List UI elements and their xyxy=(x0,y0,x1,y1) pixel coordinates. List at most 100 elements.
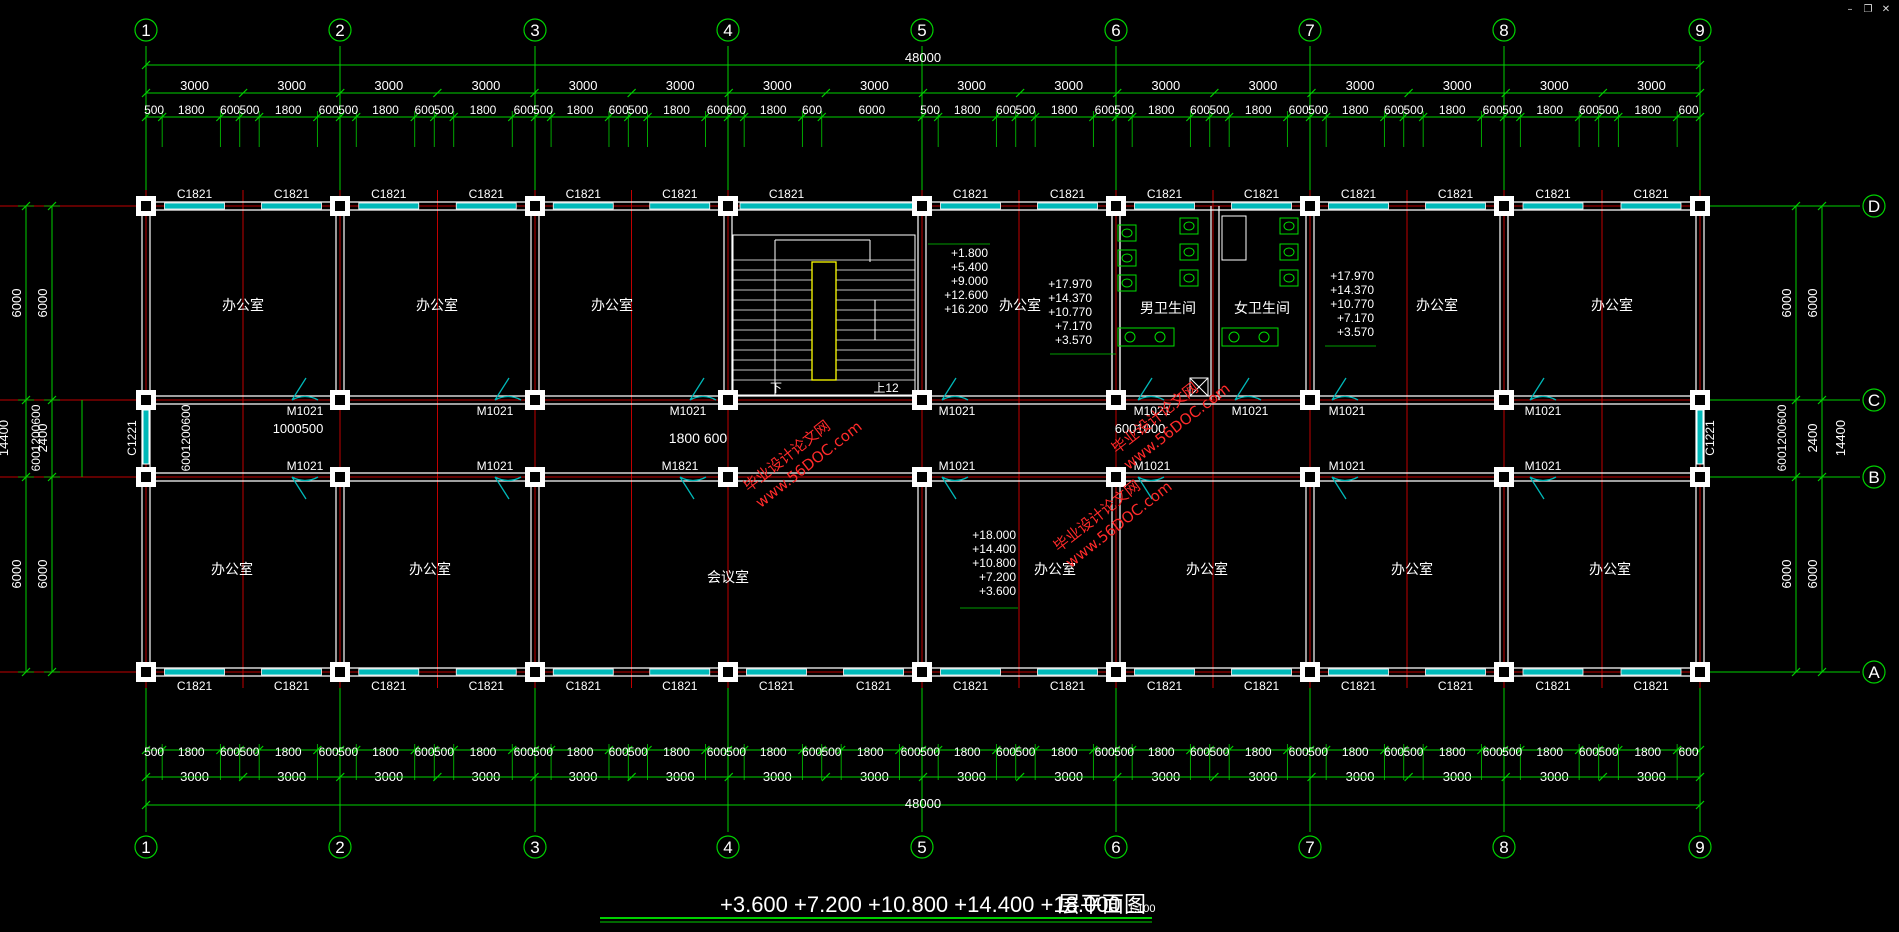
shaft-x xyxy=(1189,377,1209,397)
window-label: C1821 xyxy=(1341,187,1377,201)
door-m1021 xyxy=(494,476,522,500)
axis-label: 6 xyxy=(1111,21,1120,40)
window-label: C1821 xyxy=(469,187,505,201)
column-core xyxy=(530,472,540,482)
door-label: M1021 xyxy=(939,459,976,473)
dim-tick xyxy=(1307,88,1316,98)
dim-text-detail: 500 xyxy=(144,103,164,117)
window-label: C1821 xyxy=(953,679,989,693)
dim-text-detail: 600 xyxy=(1289,745,1309,759)
dim-text-detail: 600 xyxy=(707,745,727,759)
axis-label: 4 xyxy=(723,838,732,857)
dim-tick xyxy=(1209,88,1219,98)
toilet-bowl xyxy=(1283,221,1295,231)
dim-text-detail: 1800 xyxy=(567,745,594,759)
room-label-office: 办公室 xyxy=(1416,297,1458,313)
room-label-office: 办公室 xyxy=(222,297,264,313)
dim-text-detail: 600 xyxy=(319,745,339,759)
door-label: M1021 xyxy=(670,404,707,418)
door-m1021 xyxy=(941,377,969,401)
dim-text-detail: 500 xyxy=(1403,103,1423,117)
dim-text-detail: 600 xyxy=(1095,103,1115,117)
dim-text-vert: 6000 xyxy=(35,289,50,318)
axis-label: 9 xyxy=(1695,21,1704,40)
dim-text-detail: 500 xyxy=(1015,103,1035,117)
room-label-office: 办公室 xyxy=(1186,561,1228,577)
window-c1821 xyxy=(649,202,711,210)
dim-text-bay: 3000 xyxy=(1540,78,1569,93)
room-label-office: 办公室 xyxy=(211,561,253,577)
room-label-office: 办公室 xyxy=(1034,561,1076,577)
dim-tick xyxy=(141,60,151,70)
dim-text-detail: 1800 xyxy=(663,745,690,759)
window-c1821 xyxy=(1425,202,1486,210)
elevation-wc-right: +17.970 xyxy=(1330,269,1374,283)
dim-text-detail: 600 xyxy=(1679,103,1699,117)
dim-tick xyxy=(141,800,151,810)
toilet-bowl xyxy=(1183,221,1195,231)
elevation-wc-left: +7.170 xyxy=(1055,319,1092,333)
room-label-office: 办公室 xyxy=(1391,561,1433,577)
elevation-wc-right: +10.770 xyxy=(1330,297,1374,311)
window-c1821 xyxy=(358,668,420,676)
axis-label: 3 xyxy=(530,838,539,857)
door-m1021 xyxy=(1137,476,1165,500)
door-label: M1021 xyxy=(1525,404,1562,418)
stairwell xyxy=(732,234,916,396)
dim-text-vert: 6001200600 xyxy=(179,404,193,471)
dim-tick xyxy=(1695,112,1705,122)
window-c1821 xyxy=(940,668,1001,676)
dim-text-detail: 600 xyxy=(1579,745,1599,759)
restroom-fixtures xyxy=(1117,215,1299,397)
dim-text-bay: 3000 xyxy=(569,78,598,93)
toilet-icon xyxy=(1117,274,1137,292)
window-label: C1821 xyxy=(1050,187,1086,201)
elevation-stair: +5.400 xyxy=(951,260,988,274)
column-core xyxy=(723,395,733,405)
window-label: C1821 xyxy=(566,187,602,201)
dim-text-door: 1800 600 xyxy=(669,430,728,446)
dim-tick xyxy=(1112,88,1122,98)
axis-bubble xyxy=(1688,835,1712,859)
dim-tick xyxy=(1695,745,1705,755)
axis-bubble xyxy=(716,835,740,859)
axis-label: C xyxy=(1868,391,1880,410)
column-core xyxy=(723,472,733,482)
column-core xyxy=(1305,201,1315,211)
door-m1021 xyxy=(1234,377,1262,401)
elevation-wc-left: +14.370 xyxy=(1048,291,1092,305)
dim-text-detail: 600 xyxy=(1190,745,1210,759)
dim-text-detail: 600 xyxy=(220,745,240,759)
column-core xyxy=(1695,472,1705,482)
elevation-stair: +1.800 xyxy=(951,246,988,260)
dim-text-detail: 600 xyxy=(802,103,822,117)
axis-label: 2 xyxy=(335,21,344,40)
axis-bubble xyxy=(910,18,934,42)
shaft xyxy=(1189,377,1209,397)
dim-text-detail: 600 xyxy=(901,745,921,759)
axis-label: A xyxy=(1868,663,1880,682)
dim-text-vert: 6000 xyxy=(9,560,24,589)
window-label: C1821 xyxy=(1244,679,1280,693)
window-c1821 xyxy=(649,668,711,676)
dim-text-bay: 3000 xyxy=(860,78,889,93)
dim-text-detail: 600 xyxy=(1384,745,1404,759)
axis-label: 9 xyxy=(1695,838,1704,857)
dim-text-detail: 600 xyxy=(514,103,534,117)
room-label-office: 办公室 xyxy=(999,297,1041,313)
toilet-icon xyxy=(1179,217,1199,235)
close-icon[interactable]: ✕ xyxy=(1881,4,1891,15)
dim-text-door: 1000500 xyxy=(273,421,324,436)
window-c1821 xyxy=(1522,202,1584,210)
axis-bubble xyxy=(1862,194,1886,218)
dim-text-detail: 500 xyxy=(1502,103,1522,117)
door-m1021 xyxy=(291,476,319,500)
axis-bubble xyxy=(910,835,934,859)
window-label: C1821 xyxy=(1633,187,1669,201)
dim-text-detail: 1800 xyxy=(760,103,787,117)
restore-icon[interactable]: ❐ xyxy=(1863,4,1873,15)
minimize-icon[interactable]: – xyxy=(1847,4,1853,15)
